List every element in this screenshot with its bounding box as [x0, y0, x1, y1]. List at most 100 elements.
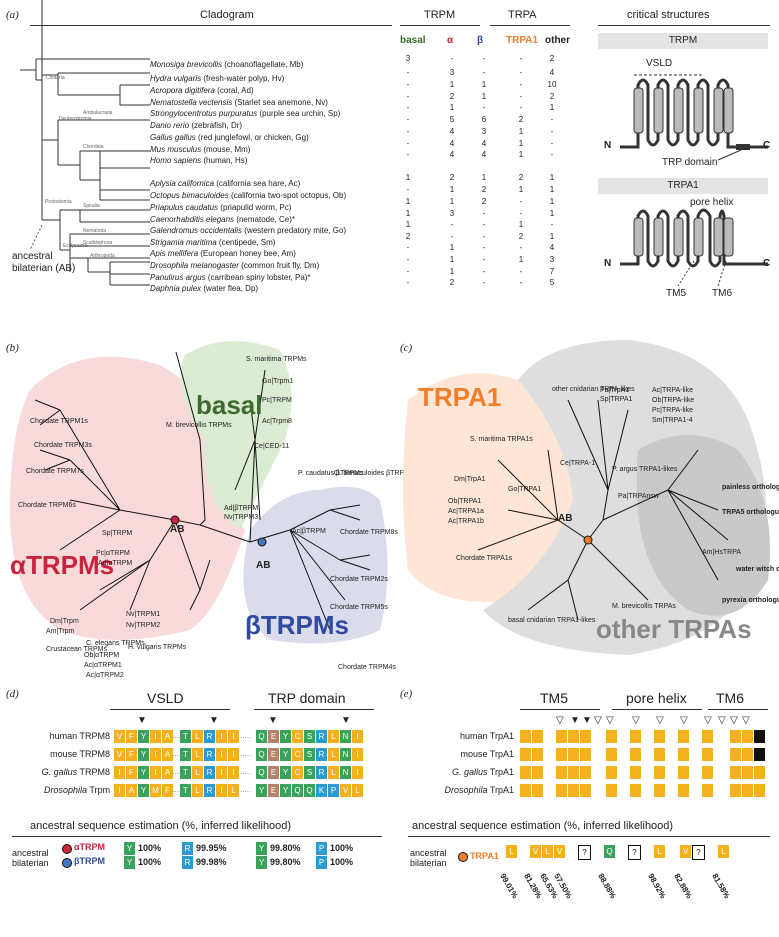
- residue-cell: Y: [138, 748, 149, 761]
- species-scientific-name: Galendromus occidentalis: [150, 226, 243, 235]
- tree-label: Chordate TRPA1s: [456, 555, 513, 562]
- count-other: 2: [549, 54, 555, 63]
- ab-label: AB: [170, 524, 185, 535]
- trpm-phylogeny-tree: [10, 341, 388, 644]
- panel-d-letter: (d): [6, 688, 19, 700]
- marker-arrow-icon: ▽: [718, 715, 726, 726]
- count-trpa1: -: [519, 103, 523, 112]
- species-row: Strongylocentrotus purpuratus (purple se…: [150, 103, 340, 121]
- residue-cell: I: [150, 730, 161, 743]
- residue-cell: L: [328, 766, 339, 779]
- ancestral-label-2: bilaterian (AB): [12, 263, 76, 274]
- marker-arrow-icon: ▼: [582, 715, 592, 726]
- species-common-name: (priapulid worm, Pc): [220, 203, 292, 212]
- residue-cell: ?: [578, 845, 591, 860]
- residue-cell: [702, 730, 713, 743]
- trpa-header: TRPA: [508, 9, 537, 21]
- residue-cell: [654, 784, 665, 797]
- count-basal: 1: [405, 209, 411, 218]
- residue-cell: L: [328, 730, 339, 743]
- residue-cell: [606, 748, 617, 761]
- residue-cell: [532, 748, 543, 761]
- count-beta: -: [482, 278, 486, 287]
- node-label: Protostomia: [45, 199, 72, 205]
- count-alpha: -: [450, 54, 454, 63]
- residue-cell: [630, 730, 641, 743]
- count-trpa1: 2: [518, 232, 524, 241]
- col-trpa1: TRPA1: [506, 35, 539, 46]
- marker-arrow-icon: ▽: [742, 715, 750, 726]
- count-trpa1: 1: [518, 185, 524, 194]
- count-beta: -: [482, 209, 486, 218]
- count-basal: -: [406, 68, 410, 77]
- tree-label: water witch orthologues: [736, 566, 779, 573]
- tree-label: Nv|TRPM2: [126, 622, 161, 629]
- species-row: Hydra vulgaris (fresh-water polyp, Hv): [150, 68, 284, 86]
- vsld-label: VSLD: [646, 58, 673, 69]
- species-row: Apis mellifera (European honey bee, Am): [150, 243, 296, 261]
- residue-cell: [568, 748, 579, 761]
- divider: [254, 709, 374, 710]
- tree-label: Ac|TRPA-like: [652, 387, 693, 394]
- residue-cell: E: [268, 784, 279, 797]
- ab-beta-node: [257, 537, 267, 547]
- residue-cell: [742, 730, 753, 743]
- tree-label: P. argus TRPA1-likes: [612, 466, 678, 473]
- count-trpa1: -: [519, 267, 523, 276]
- count-basal: -: [406, 127, 410, 136]
- residue-cell: [742, 766, 753, 779]
- residue-cell: T: [180, 748, 191, 761]
- species-scientific-name: Acropora digitifera: [150, 86, 215, 95]
- residue-cell: C: [292, 730, 303, 743]
- panel-a-letter: (a): [6, 9, 19, 21]
- count-basal: -: [406, 243, 410, 252]
- residue-cell: F: [126, 730, 137, 743]
- row-gene: TRPM8: [77, 767, 110, 777]
- residue-cell: N: [340, 748, 351, 761]
- tree-label: Chordate TRPM2s: [330, 576, 388, 583]
- marker-arrow-icon: ▼: [341, 715, 351, 726]
- vsld-header: VSLD: [147, 690, 184, 706]
- residue-cell: [520, 784, 531, 797]
- residue-cell: S: [304, 766, 315, 779]
- likelihood-value: 100%: [138, 857, 162, 867]
- likelihood-value: 88.88%: [596, 872, 618, 901]
- row-species: G. gallus: [451, 767, 488, 777]
- tm6-label: TM6: [712, 288, 732, 299]
- residue-cell: V: [554, 845, 565, 858]
- tree-label: Nv|TRPM3: [224, 514, 259, 521]
- residue-cell: Y: [124, 842, 135, 855]
- likelihood-value: 100%: [138, 843, 162, 853]
- residue-cell: [730, 730, 741, 743]
- alpha-trpm-label: αTRPM: [74, 842, 106, 852]
- c-terminus: C: [763, 258, 771, 269]
- residue-cell: [702, 784, 713, 797]
- species-row: Gallus gallus (red junglefowl, or chicke…: [150, 127, 309, 145]
- residue-cell: I: [216, 748, 227, 761]
- tree-label: Pa|TrpA1: [600, 387, 630, 394]
- species-common-name: (california two-spot octopus, Ob): [230, 191, 347, 200]
- residue-cell: L: [192, 748, 203, 761]
- count-alpha: 1: [449, 185, 455, 194]
- residue-cell: [556, 784, 567, 797]
- ab-alpha-node: [170, 515, 180, 525]
- species-scientific-name: Priapulus caudatus: [150, 203, 219, 212]
- ancestral-pointer: [29, 224, 43, 251]
- tree-label: Chordate TRPM6s: [18, 502, 76, 509]
- row-species: G. gallus: [41, 767, 78, 777]
- pore-helix-header: pore helix: [626, 690, 687, 706]
- count-other: 1: [549, 197, 555, 206]
- critical-structures-header: critical structures: [627, 9, 710, 21]
- species-scientific-name: Monosiga brevicollis: [150, 60, 223, 69]
- node-label: Chordata: [83, 144, 104, 150]
- count-trpa1: -: [519, 278, 523, 287]
- species-common-name: (carribean spiny lobster, Pa)*: [207, 273, 311, 282]
- count-trpa1: 1: [518, 127, 524, 136]
- residue-cell: [678, 766, 689, 779]
- count-alpha: 5: [449, 115, 455, 124]
- residue-cell: T: [180, 784, 191, 797]
- residue-cell: [678, 784, 689, 797]
- tree-label: Ac|αTRPM1: [84, 662, 122, 669]
- likelihood-value: 98.92%: [646, 872, 668, 901]
- col-alpha: α: [447, 35, 454, 46]
